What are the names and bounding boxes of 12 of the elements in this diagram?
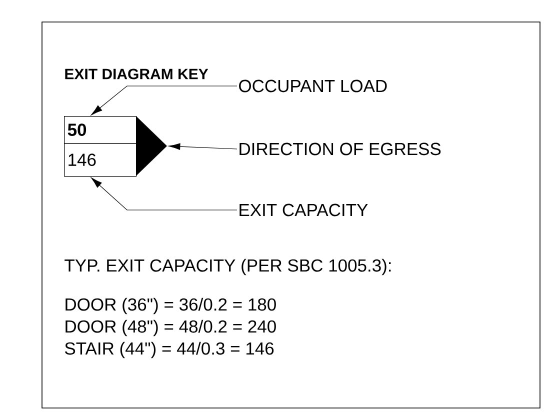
note-text: STAIR (44") = 44/0.3 = 146: [65, 342, 274, 358]
leader-arrow: [90, 177, 238, 210]
leader-arrow: [168, 143, 238, 150]
note-text: DOOR (36") = 36/0.2 = 180: [66, 298, 276, 314]
note-text: DOOR (48") = 48/0.2 = 240: [66, 320, 276, 336]
egress-triangle: [136, 116, 167, 176]
leader-arrow: [91, 86, 238, 116]
callout-text: OCCUPANT LOAD: [239, 80, 387, 92]
note-text: TYP. EXIT CAPACITY (PER SBC 1005.3):: [64, 258, 391, 276]
callout-text: DIRECTION OF EGRESS: [240, 142, 441, 156]
title: EXIT DIAGRAM KEY: [65, 68, 208, 80]
callout-text: EXIT CAPACITY: [240, 204, 368, 216]
